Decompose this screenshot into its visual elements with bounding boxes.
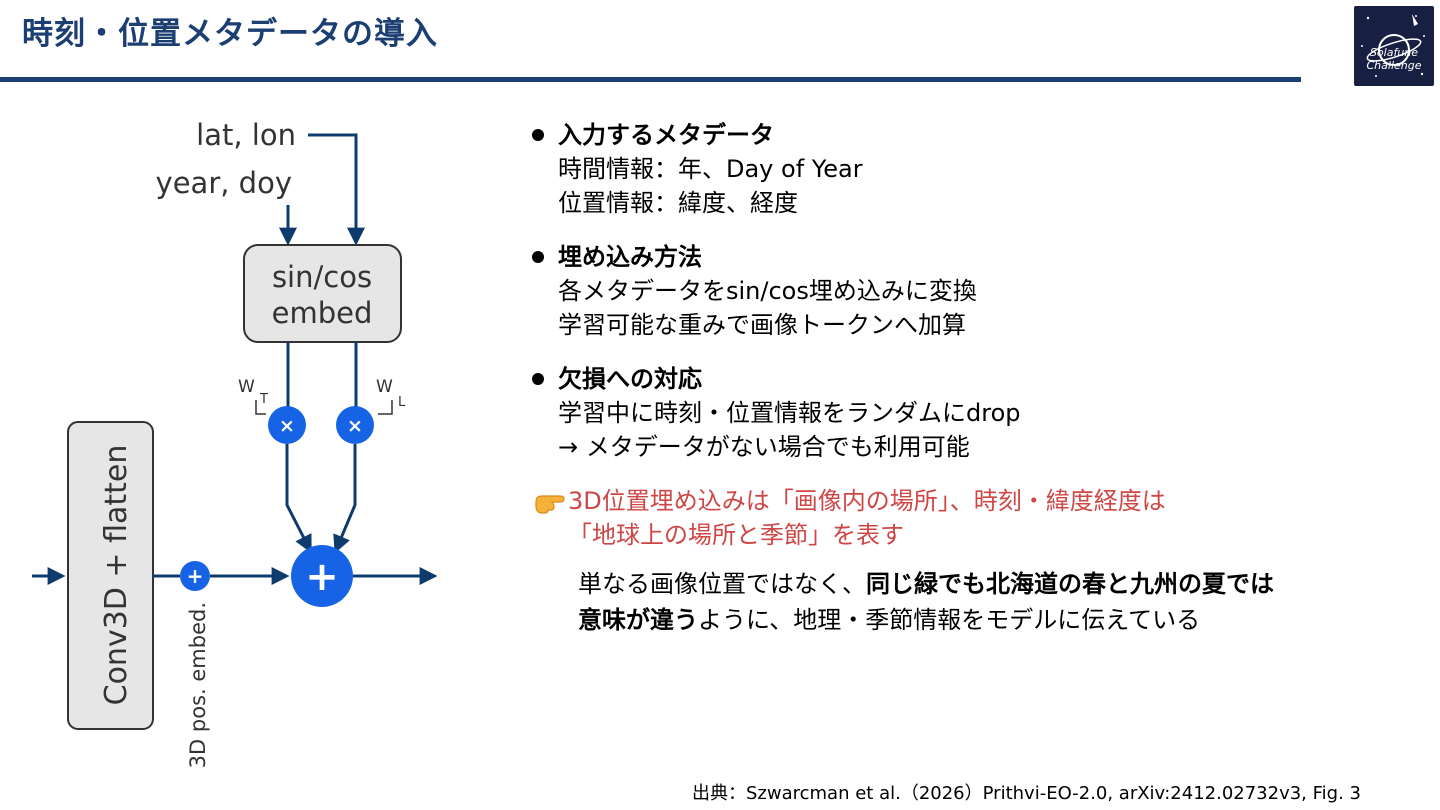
weight-l-label: W <box>376 377 393 397</box>
pos-embed-add-node <box>180 561 210 591</box>
embed-label-line2: embed <box>272 296 373 330</box>
note-line2-bold: 意味が違う <box>578 606 698 634</box>
note-line-2: 意味が違うように、地理・季節情報をモデルに伝えている <box>578 602 1274 638</box>
multiply-symbol-location: × <box>347 415 363 437</box>
logo-text-2: Challenge <box>1367 59 1422 72</box>
page-title: 時刻・位置メタデータの導入 <box>22 16 438 52</box>
pointing-hand-icon <box>534 488 566 516</box>
bullet-item-embedding-method: 埋め込み方法 各メタデータをsin/cos埋め込みに変換 学習可能な重みで画像ト… <box>530 240 1410 342</box>
weight-t-subscript: T <box>259 392 268 407</box>
bullet-marker <box>532 251 544 263</box>
input-latlon-label: lat, lon <box>196 118 296 152</box>
bullet-line: 時間情報：年、Day of Year <box>558 155 863 183</box>
note-line1-bold: 同じ緑でも北海道の春と九州の夏では <box>866 570 1274 598</box>
location-to-add-line <box>333 444 357 554</box>
weight-t-connector <box>255 400 266 415</box>
title-divider <box>0 77 1301 82</box>
bullet-item-input-metadata: 入力するメタデータ 時間情報：年、Day of Year 位置情報：緯度、経度 <box>530 118 1410 220</box>
bullet-marker <box>532 373 544 385</box>
logo-graphic: Solafune Challenge <box>1361 14 1425 77</box>
source-citation: 出典：Szwarcman et al.（2026）Prithvi-EO-2.0,… <box>692 783 1361 804</box>
summary-note: 単なる画像位置ではなく、同じ緑でも北海道の春と九州の夏では 意味が違うように、地… <box>578 566 1274 638</box>
bullet-item-missing-handling: 欠損への対応 学習中に時刻・位置情報をランダムにdrop → メタデータがない場… <box>530 362 1410 464</box>
weight-l-connector <box>378 400 393 415</box>
conv3d-label: Conv3D + flatten <box>99 445 134 706</box>
sincos-embed-box <box>243 244 402 343</box>
note-line1-plain: 単なる画像位置ではなく、 <box>578 570 866 598</box>
callout-line-1: 3D位置埋め込みは「画像内の場所」、時刻・緯度経度は <box>568 487 1166 515</box>
callout-line-2: 「地球上の場所と季節」を表す <box>568 521 904 549</box>
embed-label-line1: sin/cos <box>272 260 372 294</box>
bullet-line: 学習中に時刻・位置情報をランダムにdrop <box>558 399 1021 427</box>
time-to-add-line <box>285 444 312 554</box>
note-line-1: 単なる画像位置ではなく、同じ緑でも北海道の春と九州の夏では <box>578 566 1274 602</box>
weight-l-subscript: L <box>398 395 406 410</box>
multiply-node-time <box>268 406 306 444</box>
bullet-heading: 欠損への対応 <box>558 365 702 393</box>
main-add-node <box>291 545 353 607</box>
bullet-line: → メタデータがない場合でも利用可能 <box>558 433 970 461</box>
bullet-heading: 入力するメタデータ <box>558 121 774 149</box>
bullet-marker <box>532 129 544 141</box>
input-yeardoy-label: year, doy <box>156 166 292 200</box>
solafune-challenge-logo: Solafune Challenge <box>1354 6 1434 86</box>
multiply-symbol-time: × <box>279 415 295 437</box>
bullet-heading: 埋め込み方法 <box>558 243 702 271</box>
logo-text-1: Solafune <box>1370 46 1418 59</box>
pos-add-symbol: + <box>187 564 204 588</box>
architecture-diagram: lat, lon year, doy sin/cos embed W T W L… <box>0 100 520 800</box>
main-add-symbol: + <box>305 554 339 600</box>
note-line2-plain: ように、地理・季節情報をモデルに伝えている <box>698 606 1201 634</box>
bullet-list: 入力するメタデータ 時間情報：年、Day of Year 位置情報：緯度、経度 … <box>530 118 1410 552</box>
bullet-line: 位置情報：緯度、経度 <box>558 189 798 217</box>
callout-note: 3D位置埋め込みは「画像内の場所」、時刻・緯度経度は 「地球上の場所と季節」を表… <box>530 484 1410 552</box>
diagram-svg: lat, lon year, doy sin/cos embed W T W L… <box>32 118 438 768</box>
latlon-connector <box>308 133 365 246</box>
weight-t-label: W <box>238 377 255 397</box>
bullet-line: 各メタデータをsin/cos埋め込みに変換 <box>558 277 977 305</box>
bullet-line: 学習可能な重みで画像トークンへ加算 <box>558 311 966 339</box>
multiply-node-location <box>336 406 374 444</box>
pos-embed-label: 3D pos. embed. <box>186 602 210 768</box>
